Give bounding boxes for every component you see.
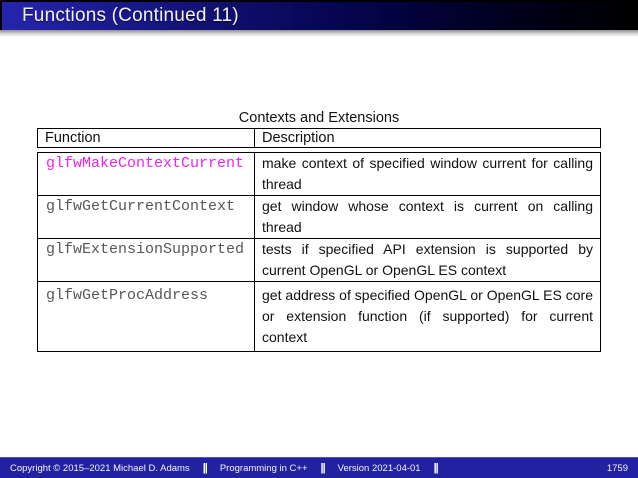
table-header: Function Description [37,128,601,148]
footer-separator: || [433,462,439,474]
column-header-function: Function [38,129,255,147]
table-body: glfwMakeContextCurrent make context of s… [37,152,601,352]
footer-bar: Copyright © 2015–2021 Michael D. Adams |… [0,457,638,478]
footer-separator: || [202,462,208,474]
header-shadow [0,30,638,37]
footer-separator: || [320,462,326,474]
function-description-cell: make context of specified window current… [262,155,593,192]
footer-course-title: Programming in C++ [219,462,308,474]
function-name-cell: glfwGetProcAddress [38,282,255,351]
table-row: glfwMakeContextCurrent make context of s… [38,153,600,196]
slide-title-bar: Functions (Continued 11) [0,0,638,30]
function-name-cell: glfwGetCurrentContext [38,196,255,238]
table-row: glfwGetProcAddress get address of specif… [38,282,600,351]
functions-table: Contexts and Extensions Function Descrip… [37,110,601,352]
table-row: glfwExtensionSupported tests if specifie… [38,239,600,282]
footer-page-number: 1759 [606,462,628,474]
column-header-description: Description [262,130,335,146]
function-description-cell: get window whose context is current on c… [262,198,593,235]
table-row: glfwGetCurrentContext get window whose c… [38,196,600,239]
table-caption: Contexts and Extensions [238,110,400,126]
footer-copyright: Copyright © 2015–2021 Michael D. Adams [10,462,190,474]
function-name-cell: glfwExtensionSupported [38,239,255,281]
function-name-cell: glfwMakeContextCurrent [38,153,255,195]
table-header-row: Function Description [38,129,600,147]
slide-title: Functions (Continued 11) [22,5,239,26]
footer-version: Version 2021-04-01 [337,462,421,474]
function-description-cell: get address of specified OpenGL or OpenG… [262,287,593,345]
function-description-cell: tests if specified API extension is supp… [262,241,593,278]
